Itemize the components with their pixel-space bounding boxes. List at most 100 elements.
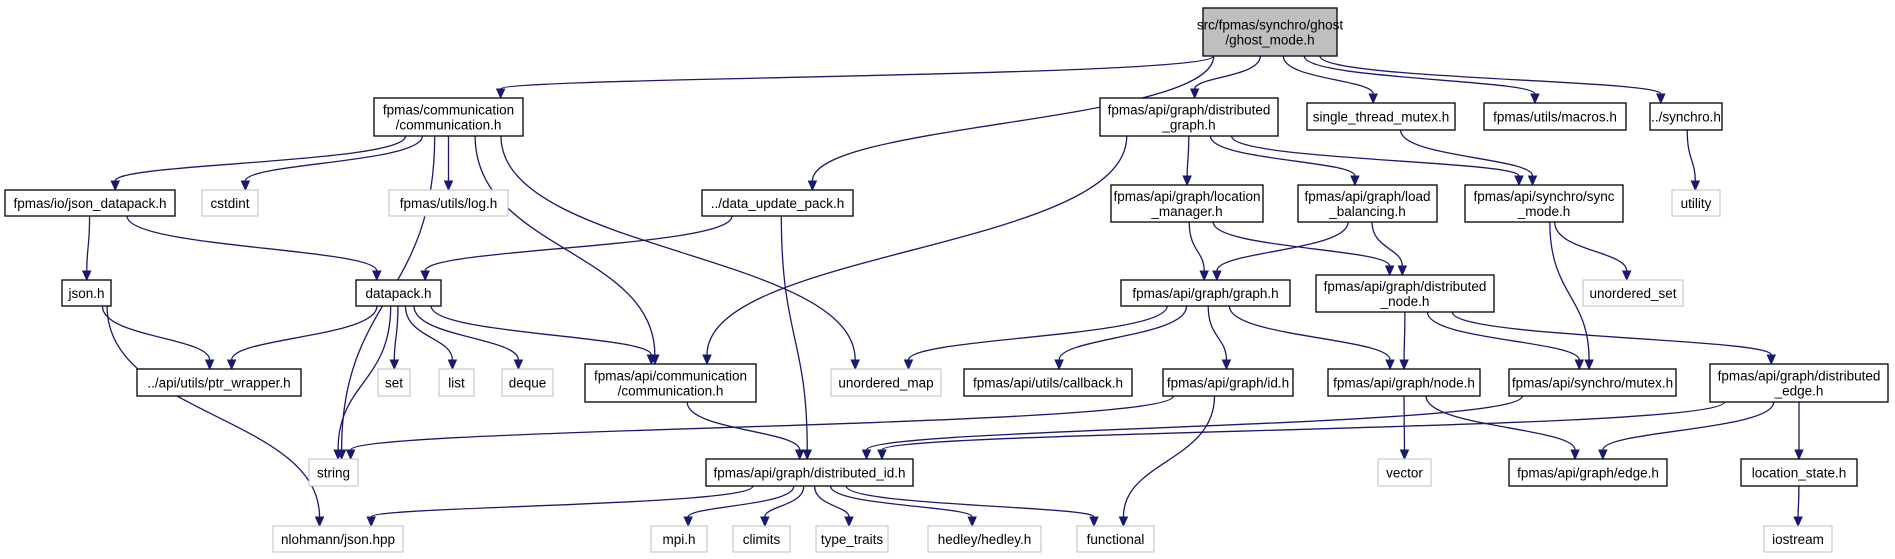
node-label: climits [743,532,781,547]
node-label: functional [1087,532,1145,547]
edge-line [126,215,378,272]
edge-idh-to-string [345,395,1175,461]
edge-loadbal-to-distnode [1371,221,1408,277]
edge-arrowhead [1212,270,1222,282]
edge-line [1303,55,1536,95]
node-synchro[interactable]: ../synchro.h [1649,102,1723,131]
node-mpi: mpi.h [650,525,708,553]
node-jsonh[interactable]: json.h [61,279,112,307]
node-apicomm[interactable]: fpmas/api/communication/communication.h [584,363,757,403]
edge-line [1186,135,1190,177]
edge-datapack-to-list [404,305,458,371]
edge-comm-to-cstdint [240,135,423,192]
edge-line [1228,305,1391,361]
node-macros[interactable]: fpmas/utils/macros.h [1483,102,1627,131]
node-callback[interactable]: fpmas/api/utils/callback.h [963,368,1133,397]
edge-line [1230,135,1520,177]
edge-graph-to-umap [903,305,1168,371]
edge-line [1797,485,1800,518]
edge-arrowhead [1570,449,1580,461]
edge-line [244,135,423,182]
edge-arrowhead [447,359,458,371]
node-label: nlohmann/json.hpp [281,532,395,547]
edge-arrowhead [333,449,343,461]
edge-line [413,305,520,361]
node-root[interactable]: src/fpmas/synchro/ghost/ghost_mode.h [1197,7,1344,57]
edge-line [829,485,973,518]
node-box [1763,525,1833,553]
node-stm[interactable]: single_thread_mutex.h [1306,102,1456,131]
edge-line [101,305,211,361]
node-idh[interactable]: fpmas/api/graph/id.h [1162,368,1294,397]
edge-line [1319,55,1662,95]
edge-arrowhead [1385,359,1395,371]
edge-line [1122,395,1216,518]
edge-arrowhead [1530,93,1540,105]
edge-jsonh-to-ptrw [101,305,215,371]
node-box [1110,184,1264,223]
node-comm[interactable]: fpmas/communication/communication.h [373,97,524,137]
edge-arrowhead [389,359,400,371]
node-utility: utility [1671,189,1721,217]
node-nodeh[interactable]: fpmas/api/graph/node.h [1327,368,1481,397]
node-label: src/fpmas/synchro/ghost [1197,18,1344,33]
nodes-layer: src/fpmas/synchro/ghost/ghost_mode.hfpma… [4,7,1889,553]
node-datapack[interactable]: datapack.h [355,279,442,307]
edge-line [86,215,91,272]
node-label: fpmas/api/graph/location [1113,189,1260,204]
edge-line [1207,305,1228,361]
edge-distid-to-hedley [829,485,977,528]
edge-arrowhead [1054,359,1064,371]
edge-distnode-to-distedge [1451,311,1777,366]
node-box [1315,274,1495,313]
node-loadbal[interactable]: fpmas/api/graph/load_balancing.h [1297,184,1438,223]
node-mutex[interactable]: fpmas/api/synchro/mutex.h [1508,368,1677,397]
edge-arrowhead [1690,180,1701,192]
node-string: string [308,458,359,487]
node-label: mpi.h [662,532,695,547]
edge-arrowhead [1189,88,1200,100]
node-label: fpmas/api/graph/id.h [1167,376,1289,391]
node-dup[interactable]: ../data_update_pack.h [701,189,854,217]
node-box [1582,279,1684,307]
edge-jsondp-to-datapack [126,215,382,282]
edge-arrowhead [366,516,376,528]
node-distid[interactable]: fpmas/api/graph/distributed_id.h [705,458,914,487]
edge-line [500,135,856,361]
node-syncmode[interactable]: fpmas/api/synchro/sync_mode.h [1464,184,1624,223]
node-distnode[interactable]: fpmas/api/graph/distributed_node.h [1315,274,1495,313]
edge-arrowhead [204,359,215,371]
edge-line [474,135,656,356]
node-jsondp[interactable]: fpmas/io/json_datapack.h [4,189,176,217]
edge-root-to-macros [1303,55,1540,105]
node-distedge[interactable]: fpmas/api/graph/distributed_edge.h [1709,363,1889,403]
node-label: location_state.h [1752,466,1847,481]
edge-locmgr-to-distnode [1212,221,1395,277]
node-box [650,525,708,553]
edge-distnode-to-nodeh [1399,311,1409,371]
edge-jsondp-to-jsonh [81,215,92,282]
node-label: fpmas/api/graph/distributed [1718,369,1881,384]
edge-arrowhead [1397,265,1408,277]
node-box [1508,458,1668,487]
edge-root-to-stm [1282,55,1378,105]
node-locmgr[interactable]: fpmas/api/graph/location_manager.h [1110,184,1264,223]
edge-locstate-to-iostream [1793,485,1803,528]
edge-arrowhead [226,359,237,371]
edge-arrowhead [372,270,382,282]
node-locstate[interactable]: location_state.h [1740,458,1858,487]
edge-line [811,55,1215,182]
edge-syncmode-to-mutex [1549,221,1594,371]
edge-root-to-distgraph [1189,55,1261,100]
edge-distid-to-functional [845,485,1099,528]
node-distgraph[interactable]: fpmas/api/graph/distributed_graph.h [1099,97,1279,137]
edge-line [780,215,808,451]
node-edgeh[interactable]: fpmas/api/graph/edge.h [1508,458,1668,487]
edge-line [106,305,321,518]
node-iostream: iostream [1763,525,1833,553]
node-uset: unordered_set [1582,279,1684,307]
node-graph[interactable]: fpmas/api/graph/graph.h [1120,279,1291,307]
node-box [377,368,411,397]
node-ptrw[interactable]: ../api/utils/ptr_wrapper.h [136,368,302,397]
